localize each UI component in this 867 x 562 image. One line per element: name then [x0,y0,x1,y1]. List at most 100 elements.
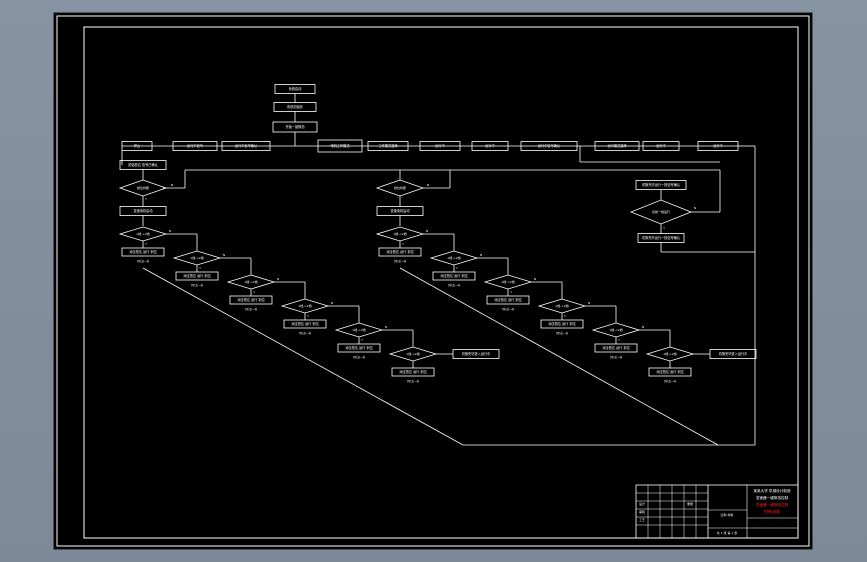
tb-scale: 比例 材料 [721,512,734,517]
inner-frame [83,26,799,539]
header-left-box-0 [121,141,153,151]
mode-box [317,139,363,153]
stair-right-no-1: N [480,253,482,257]
decision-right-label: 切换一档运行 [652,209,670,214]
stair-left-result-4-label: 对应档位 运行 到位 [345,345,373,350]
stair-right-result-3 [540,319,584,329]
decision-mid-label: 档位判断 [394,185,406,190]
flowchart-text: 系统启动系统初始化开始一键换挡停止运行中信号运行中信号确认电机工作模式工作模式选… [128,86,747,383]
header-right-box-0-label: 工作模式选择 [378,143,398,148]
stair-left-result-last-label: 对应档位 运行 到位 [399,369,427,374]
stair-left-result-0 [121,247,165,257]
stair-right-result-2 [486,295,530,305]
stair-left-last-box-label: 切换完毕进入运行中 [462,351,491,356]
stair-right-result-2-label: 对应档位 运行 到位 [494,297,522,302]
stair-left-result-1-label: 对应档位 运行 到位 [183,273,211,278]
stair-right-cond-1-label: 1档->2档 [447,255,460,260]
stair-right-result-last-label: 对应档位 运行 到位 [656,369,684,374]
tb-header: 某某大学 机械设计制造 [753,488,790,493]
stair-right-cond-0-label: 1档->2档 [393,231,406,236]
stair-left-result-last [391,367,435,377]
stair-right-result-last [648,367,692,377]
stair-left-note-0: 到位后一档 [137,259,150,263]
stair-left-cond-2-label: 1档->2档 [244,279,257,284]
stair-right-result-3-label: 对应档位 运行 到位 [548,321,576,326]
stair-left-cond-0-label: 1档->2档 [136,231,149,236]
header-left-box-2-label: 运行中信号确认 [235,143,258,148]
flowchart [118,84,757,446]
stair-left-note-1: 到位后一档 [191,283,204,287]
stair-left-yes-2: Y [253,290,255,294]
stair-right-no-4: N [642,325,644,329]
stair-right-yes-2: Y [510,290,512,294]
header-left-box-2 [221,141,271,151]
header-left-box-0-label: 停止 [134,143,141,148]
stair-left-yes-0: Y [145,242,147,246]
stair-left-yes-1: Y [199,266,201,270]
stair-left-cond-3-label: 1档->2档 [298,303,311,308]
stair-right-cond-2-label: 1档->2档 [501,279,514,284]
tb-project: 变速器一键换挡控制 [756,495,789,500]
stair-right-cond-4-label: 1档->2档 [609,327,622,332]
stair-left-note-2: 到位后一档 [245,307,258,311]
header-right-box-0 [367,141,409,151]
stair-left-yes-4: Y [361,338,363,342]
tb-row-label-1: 审核 [639,509,645,514]
header-right-box-4 [594,141,640,151]
stair-left-no-3: N [331,301,333,305]
header-right-box-2 [471,141,509,151]
stair-right-cond-3-label: 1档->2档 [555,303,568,308]
outer-frame-line [56,15,810,547]
stair-right-note-0: 到位后一档 [394,259,407,263]
stair-right-yes-3: Y [564,314,566,318]
header-right-box-3 [520,141,578,151]
header-right-box-4-label: 运行模式选择 [607,143,627,148]
drawing-sheet [53,12,813,550]
stair-right-note-3: 到位后一档 [556,331,569,335]
header-right-box-1 [419,141,461,151]
no-label-right: N [694,206,696,210]
stair-right-result-0-label: 对应档位 运行 到位 [386,249,414,254]
stair-left-no-4: N [385,325,387,329]
yes-label-right: Y [663,226,665,230]
tb-project-red: 变速器一键换挡控制 [756,502,789,507]
stair-right-cond-last-label: 1档->2档 [663,351,676,356]
initial-box-label: 初始档位 信号已确认 [128,162,159,167]
stair-right-note-1: 到位后一档 [448,283,461,287]
stair-left-result-2 [229,295,273,305]
stair-left-no-2: N [277,277,279,281]
stair-right-result-1 [432,271,476,281]
header-right-box-1-label: 运行中 [435,143,445,148]
action-left-label: 变速电机启动 [133,208,152,213]
stair-left-result-3-label: 对应档位 运行 到位 [291,321,319,326]
action-mid-label: 变速电机启动 [390,208,409,213]
init-box-label: 系统初始化 [287,104,304,109]
right-bottom-box-label: 切换完毕运行一档信号确认 [642,235,681,240]
stair-left-note-4: 到位后一档 [353,355,366,359]
header-right-box-6-label: 运行中 [713,143,723,148]
header-right-box-3-label: 运行中信号确认 [538,143,561,148]
diagonal-left [142,267,464,446]
title-block-frame [635,484,799,539]
stair-left-result-3 [283,319,327,329]
stair-right-result-4 [594,343,638,353]
tb-row-label-0: 设计 [639,501,645,506]
stair-left-no-0: N [169,229,171,233]
right-top-box-label: 切换完毕运行一档信号确认 [642,182,681,187]
stair-left-note-last: 到位后一档 [407,379,420,383]
no-label: N [171,183,173,187]
yes-label: Y [145,197,147,201]
header-left-box-1-label: 运行中信号 [187,143,203,148]
stair-left-last-box [452,349,500,359]
header-left-box-1 [172,141,218,151]
stair-left-cond-1-label: 1档->2档 [190,255,203,260]
stair-right-yes-4: Y [618,338,620,342]
stair-right-yes-0: Y [402,242,404,246]
stair-left-no-1: N [223,253,225,257]
stair-right-note-2: 到位后一档 [502,307,515,311]
tb-sheet: 共 1 张 第 1 张 [717,530,738,535]
tb-row-label-2: 工艺 [639,517,645,522]
decision-left-label: 档位判断 [137,185,149,190]
